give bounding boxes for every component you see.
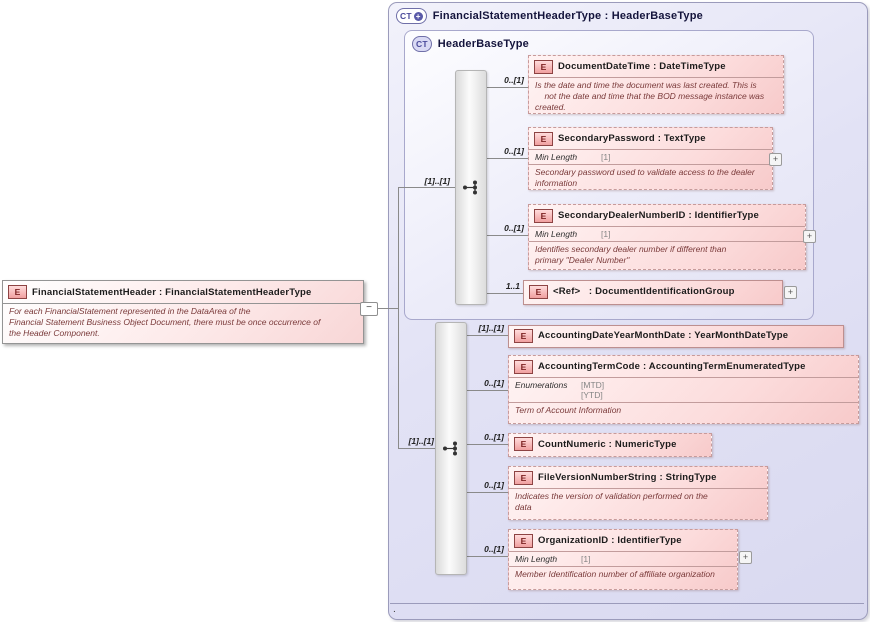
element-box-fileversionnumberstring[interactable]: E FileVersionNumberString : StringType In…	[508, 466, 768, 520]
element-doc: Secondary password used to validate acce…	[535, 167, 755, 189]
element-icon: E	[534, 59, 553, 74]
element-box-accountingdateyearmonthdate[interactable]: E AccountingDateYearMonthDate : YearMonth…	[508, 325, 844, 348]
element-icon: E	[534, 208, 553, 223]
connector-line	[486, 158, 528, 159]
element-doc: For each FinancialStatement represented …	[9, 306, 321, 339]
connector-line	[465, 444, 508, 445]
collapse-toggle-button[interactable]: −	[360, 302, 378, 316]
element-title: FileVersionNumberString : StringType	[538, 472, 717, 483]
connector-line	[398, 187, 455, 188]
expand-button[interactable]: +	[784, 286, 797, 299]
element-icon: E	[514, 533, 533, 548]
complextype-badge-icon: CT+	[396, 8, 427, 24]
connector-line	[486, 235, 528, 236]
connector-line	[465, 556, 508, 557]
element-title: DocumentDateTime : DateTimeType	[558, 61, 726, 72]
element-facet: Min Length[1]	[529, 149, 772, 165]
cardinality-label: [1]..[1]	[478, 323, 505, 333]
element-icon: E	[514, 359, 533, 374]
sequence-group-base[interactable]	[455, 70, 487, 305]
cardinality-label: 0..[1]	[484, 480, 504, 490]
element-doc: Is the date and time the document was la…	[529, 77, 783, 113]
element-box-secondarydealernumberid[interactable]: E SecondaryDealerNumberID : IdentifierTyp…	[528, 204, 806, 270]
element-icon: E	[514, 437, 533, 451]
element-doc: Indicates the version of validation perf…	[509, 488, 767, 515]
connector-line	[486, 293, 523, 294]
element-title: AccountingTermCode : AccountingTermEnume…	[538, 361, 806, 372]
complextype-title: FinancialStatementHeaderType : HeaderBas…	[432, 10, 703, 22]
element-box-financialstatementheader[interactable]: E FinancialStatementHeader : FinancialSta…	[2, 280, 364, 344]
expand-button[interactable]: +	[769, 153, 782, 166]
element-title: OrganizationID : IdentifierType	[538, 535, 682, 546]
basetype-badge-icon: CT	[412, 36, 432, 52]
connector-line	[398, 448, 435, 449]
element-title: <Ref> : DocumentIdentificationGroup	[553, 286, 735, 297]
element-icon: E	[514, 470, 533, 485]
connector-line	[377, 308, 398, 309]
cardinality-label: 0..[1]	[484, 544, 504, 554]
cardinality-label: 1..1	[505, 281, 520, 291]
container-footer-text: .	[393, 604, 396, 615]
cardinality-label: 0..[1]	[504, 146, 524, 156]
basetype-header: CT HeaderBaseType	[405, 31, 813, 52]
element-title: AccountingDateYearMonthDate : YearMonthD…	[538, 330, 789, 341]
element-icon: E	[8, 285, 27, 299]
element-facet: Min Length[1]	[509, 551, 737, 567]
element-doc: Identifies secondary dealer number if di…	[535, 244, 727, 266]
connector-line	[486, 87, 528, 88]
connector-line	[465, 390, 508, 391]
element-title: FinancialStatementHeader : FinancialStat…	[32, 286, 312, 298]
sequence-icon	[463, 180, 477, 195]
element-icon: E	[514, 328, 533, 343]
cardinality-label: 0..[1]	[504, 223, 524, 233]
element-facet: Min Length[1]	[529, 226, 805, 242]
element-facet: Enumerations[MTD] [YTD]	[509, 377, 858, 403]
cardinality-label: 0..[1]	[484, 378, 504, 388]
element-doc: Term of Account Information	[515, 405, 622, 415]
connector-line	[465, 335, 508, 336]
cardinality-label: 0..[1]	[484, 432, 504, 442]
element-title: SecondaryDealerNumberID : IdentifierType	[558, 210, 760, 221]
element-icon: E	[529, 284, 548, 299]
container-footer-divider	[390, 603, 864, 604]
derived-plus-icon: +	[413, 11, 423, 21]
element-box-documentdatetime[interactable]: E DocumentDateTime : DateTimeType Is the …	[528, 55, 784, 114]
cardinality-label: 0..[1]	[504, 75, 524, 85]
element-box-secondarypassword[interactable]: E SecondaryPassword : TextType Min Length…	[528, 127, 773, 190]
sequence-group-extension[interactable]	[435, 322, 467, 575]
element-doc: Member Identification number of affiliat…	[515, 569, 715, 579]
connector-line	[465, 492, 508, 493]
expand-button[interactable]: +	[739, 551, 752, 564]
complextype-header: CT+ FinancialStatementHeaderType : Heade…	[389, 3, 867, 24]
element-box-organizationid[interactable]: E OrganizationID : IdentifierType Min Len…	[508, 529, 738, 590]
element-title: SecondaryPassword : TextType	[558, 133, 706, 144]
element-icon: E	[534, 131, 553, 146]
element-box-accountingtermcode[interactable]: E AccountingTermCode : AccountingTermEnum…	[508, 355, 859, 424]
sequence-icon	[443, 441, 457, 456]
element-box-countnumeric[interactable]: E CountNumeric : NumericType	[508, 433, 712, 457]
expand-button[interactable]: +	[803, 230, 816, 243]
basetype-title: HeaderBaseType	[437, 38, 529, 50]
element-title: CountNumeric : NumericType	[538, 438, 677, 450]
connector-line	[398, 187, 399, 449]
cardinality-label: [1]..[1]	[408, 436, 435, 446]
cardinality-label: [1]..[1]	[424, 176, 451, 186]
element-box-ref-documentidentificationgroup[interactable]: E <Ref> : DocumentIdentificationGroup	[523, 280, 783, 305]
